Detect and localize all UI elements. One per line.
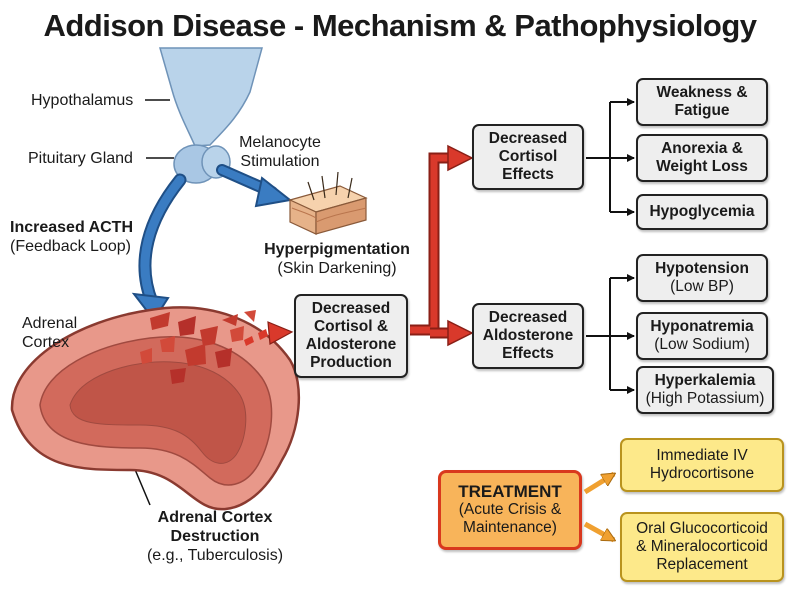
acth-arrow <box>131 173 187 322</box>
diagram-title: Addison Disease - Mechanism & Pathophysi… <box>43 8 757 43</box>
gland-to-production-arrow <box>244 321 294 346</box>
weakness-line-2: Fatigue <box>674 102 730 119</box>
hyperpigmentation-bold: Hyperpigmentation <box>264 241 410 258</box>
cortisol-effects-line-2: Cortisol <box>498 148 558 165</box>
anorexia-line-1: Anorexia & <box>661 140 743 157</box>
cortisol-effects-line-3: Effects <box>502 166 554 183</box>
melanocyte-line-2: Stimulation <box>240 153 320 170</box>
anorexia-weight-loss-box: Anorexia & Weight Loss <box>636 134 768 182</box>
hypotension-bold: Hypotension <box>655 260 749 277</box>
adrenal-cortex-line-2: Cortex <box>22 334 70 351</box>
acth-label-bold: Increased ACTH <box>10 219 133 236</box>
iv-hydrocortisone-line-2: Hydrocortisone <box>649 465 755 482</box>
iv-hydrocortisone-line-1: Immediate IV <box>656 447 748 464</box>
aldosterone-effects-bracket <box>586 274 635 394</box>
destruction-sub: (e.g., Tuberculosis) <box>146 547 284 564</box>
hypoglycemia-box: Hypoglycemia <box>636 194 768 230</box>
hyperkalemia-box: Hyperkalemia (High Potassium) <box>636 366 774 414</box>
aldosterone-effects-line-1: Decreased <box>488 309 568 326</box>
hyperpigmentation-label: Hyperpigmentation (Skin Darkening) <box>252 240 422 278</box>
pituitary-gland-label: Pituitary Gland <box>28 150 133 167</box>
destruction-line-1: Adrenal Cortex <box>157 509 273 526</box>
treatment-sub-2: Maintenance) <box>463 519 557 536</box>
oral-replacement-line-2: & Mineralocorticoid <box>636 538 768 555</box>
cortisol-effects-line-1: Decreased <box>488 130 568 147</box>
hyponatremia-sub: (Low Sodium) <box>654 336 750 353</box>
treatment-box: TREATMENT (Acute Crisis & Maintenance) <box>438 470 582 550</box>
production-line-3: Aldosterone <box>305 336 397 353</box>
melanocyte-label: Melanocyte Stimulation <box>230 133 330 171</box>
aldosterone-effects-line-3: Effects <box>502 345 554 362</box>
production-line-1: Decreased <box>311 300 391 317</box>
hypothalamus-shape <box>159 47 263 147</box>
production-line-4: Production <box>310 354 392 371</box>
weakness-line-1: Weakness & <box>656 84 748 101</box>
anorexia-line-2: Weight Loss <box>656 158 748 175</box>
melanocyte-arrow <box>216 164 293 208</box>
adrenal-gland-shape <box>10 306 301 511</box>
aldosterone-effects-box: Decreased Aldosterone Effects <box>472 303 584 369</box>
treatment-sub-1: (Acute Crisis & <box>458 501 562 518</box>
aldosterone-effects-line-2: Aldosterone <box>482 327 574 344</box>
hypotension-sub: (Low BP) <box>670 278 734 295</box>
adrenal-cortex-label: Adrenal Cortex <box>22 314 77 352</box>
treatment-heading: TREATMENT <box>458 482 562 501</box>
hypothalamus-label: Hypothalamus <box>31 92 134 109</box>
hyperpigmentation-sub: (Skin Darkening) <box>277 260 397 277</box>
oral-replacement-line-3: Replacement <box>656 556 748 573</box>
production-box: Decreased Cortisol & Aldosterone Product… <box>294 294 408 378</box>
skin-tissue-icon <box>288 171 368 235</box>
adrenal-cortex-line-1: Adrenal <box>22 315 78 332</box>
cortisol-effects-bracket <box>586 98 635 216</box>
destruction-label: Adrenal Cortex Destruction (e.g., Tuberc… <box>120 508 310 565</box>
hyponatremia-bold: Hyponatremia <box>650 318 754 335</box>
destruction-line-2: Destruction <box>170 528 260 545</box>
oral-replacement-box: Oral Glucocorticoid & Mineralocorticoid … <box>620 512 784 582</box>
hypoglycemia-text: Hypoglycemia <box>649 203 755 220</box>
weakness-fatigue-box: Weakness & Fatigue <box>636 78 768 126</box>
cortisol-effects-box: Decreased Cortisol Effects <box>472 124 584 190</box>
iv-hydrocortisone-box: Immediate IV Hydrocortisone <box>620 438 784 492</box>
hyponatremia-box: Hyponatremia (Low Sodium) <box>636 312 768 360</box>
oral-replacement-line-1: Oral Glucocorticoid <box>636 520 768 537</box>
melanocyte-line-1: Melanocyte <box>239 134 321 151</box>
production-branch-arrows <box>410 144 474 347</box>
treatment-arrows <box>583 471 614 543</box>
production-line-2: Cortisol & <box>313 318 389 335</box>
acth-label: Increased ACTH (Feedback Loop) <box>10 218 133 256</box>
hyperkalemia-bold: Hyperkalemia <box>654 372 756 389</box>
hypotension-box: Hypotension (Low BP) <box>636 254 768 302</box>
acth-label-sub: (Feedback Loop) <box>10 238 131 255</box>
hyperkalemia-sub: (High Potassium) <box>645 390 765 407</box>
